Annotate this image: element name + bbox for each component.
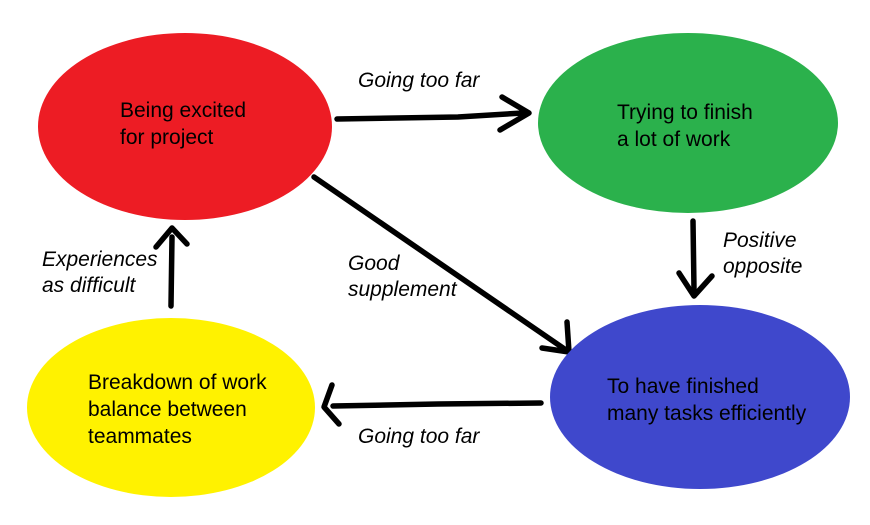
- node-being-excited: Being excited for project: [38, 33, 332, 220]
- node-trying-to-finish-label: Trying to finish a lot of work: [617, 101, 753, 151]
- edge-label-going-too-far-top: Going too far: [358, 69, 480, 92]
- node-being-excited-label: Being excited for project: [120, 99, 247, 149]
- edge-label-positive-opposite: Positive opposite: [723, 229, 803, 278]
- edge-label-going-too-far-bottom: Going too far: [358, 425, 480, 448]
- arrow-line: [311, 174, 569, 353]
- arrow-head: [676, 270, 715, 299]
- arrow-line: [330, 400, 544, 409]
- arrow-line: [690, 218, 697, 292]
- arrow-breakdown-to-excited: [153, 225, 190, 309]
- arrow-line: [334, 110, 526, 122]
- arrow-excited-to-trying: [334, 94, 532, 133]
- arrow-finished-to-breakdown: [321, 382, 544, 427]
- arrow-head: [497, 94, 532, 133]
- arrow-line: [168, 234, 175, 309]
- arrow-head: [321, 382, 342, 427]
- node-finished-tasks-label: To have finished many tasks efficiently: [607, 375, 807, 425]
- arrow-head: [153, 225, 190, 250]
- node-trying-to-finish: Trying to finish a lot of work: [538, 33, 838, 213]
- node-finished-tasks: To have finished many tasks efficiently: [550, 305, 850, 489]
- edge-label-experiences-as-difficult: Experiences as difficult: [42, 248, 158, 297]
- node-breakdown-balance-label: Breakdown of work balance between teamma…: [88, 371, 267, 448]
- edge-label-good-supplement: Good supplement: [348, 252, 457, 301]
- arrow-trying-to-finished: [676, 218, 715, 299]
- node-breakdown-balance: Breakdown of work balance between teamma…: [27, 318, 315, 497]
